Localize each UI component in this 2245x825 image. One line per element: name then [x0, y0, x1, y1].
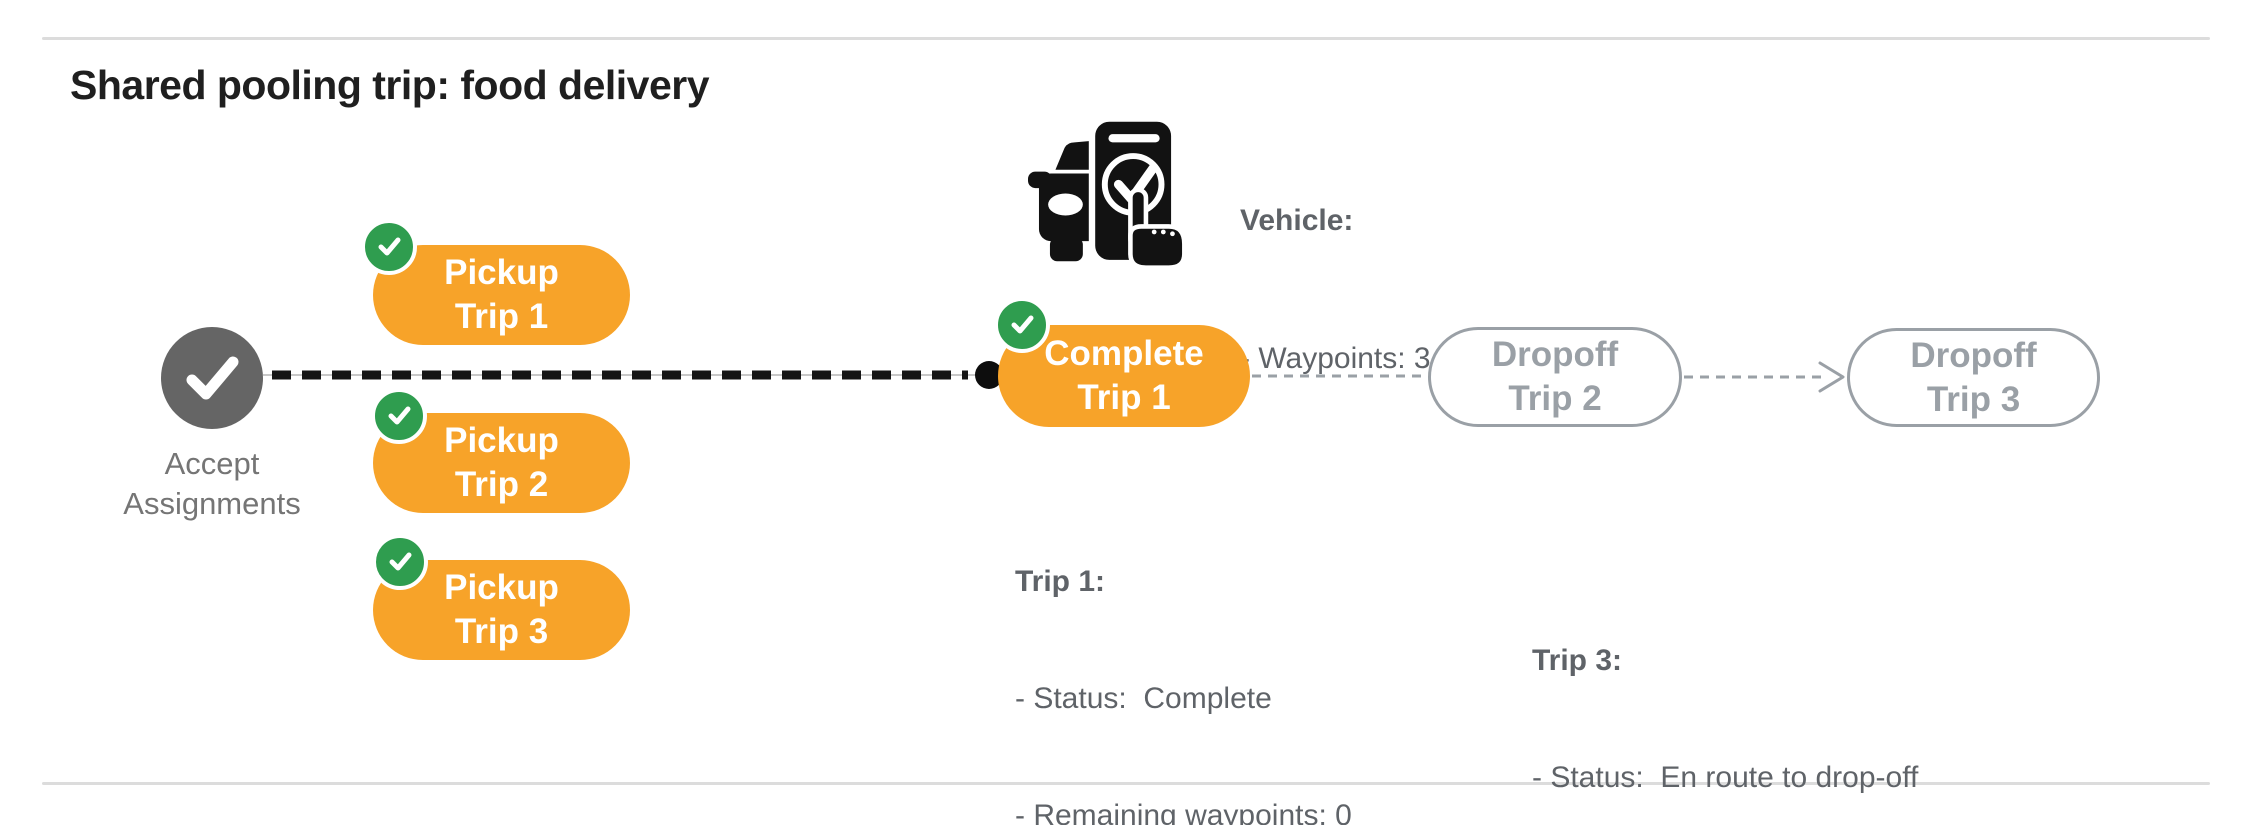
trip-1-heading: Trip 1: [1015, 565, 1106, 598]
accept-assignments-label: Accept Assignments [123, 446, 301, 521]
trip-1-status: - Status: Complete [1015, 682, 1272, 715]
page-title: Shared pooling trip: food delivery [70, 62, 710, 108]
dropoff-trip-3-pill: Dropoff Trip 3 [1847, 328, 2100, 427]
trip-3-status-block: Trip 3: - Status: En route to drop-off -… [1532, 563, 1918, 825]
dropoff-trip-2-pill: Dropoff Trip 2 [1428, 327, 1682, 427]
pickup-trip-1-pill: Pickup Trip 1 [373, 245, 630, 345]
check-icon [1011, 315, 1034, 334]
completed-badge-pickup-2 [371, 388, 427, 444]
completed-badge-pickup-3 [372, 534, 428, 590]
trip-3-heading: Trip 3: [1532, 644, 1623, 677]
current-position-dot [975, 361, 1003, 389]
check-icon [388, 406, 411, 425]
check-icon [378, 237, 401, 256]
completed-badge-pickup-1 [361, 219, 417, 275]
vehicle-label: Vehicle: [1240, 204, 1354, 237]
pickup-trip-2-pill: Pickup Trip 2 [373, 413, 630, 513]
pickup-trip-3-pill: Pickup Trip 3 [373, 560, 630, 660]
completed-badge-complete-trip-1 [994, 297, 1050, 353]
trip-1-2-status-block: Trip 1: - Status: Complete - Remaining w… [1015, 484, 1401, 825]
accept-assignments-node [161, 327, 263, 429]
top-divider [42, 37, 2210, 40]
check-icon [389, 552, 412, 571]
bottom-divider [42, 782, 2210, 785]
check-icon [186, 356, 239, 400]
arrowhead-icon [1818, 361, 1845, 393]
trip-3-status: - Status: En route to drop-off [1532, 761, 1919, 794]
vehicle-info: Vehicle: - Waypoints: 3 [1240, 106, 1431, 474]
vehicle-icon [1028, 115, 1187, 270]
trip-1-waypoints: - Remaining waypoints: 0 [1015, 799, 1352, 825]
